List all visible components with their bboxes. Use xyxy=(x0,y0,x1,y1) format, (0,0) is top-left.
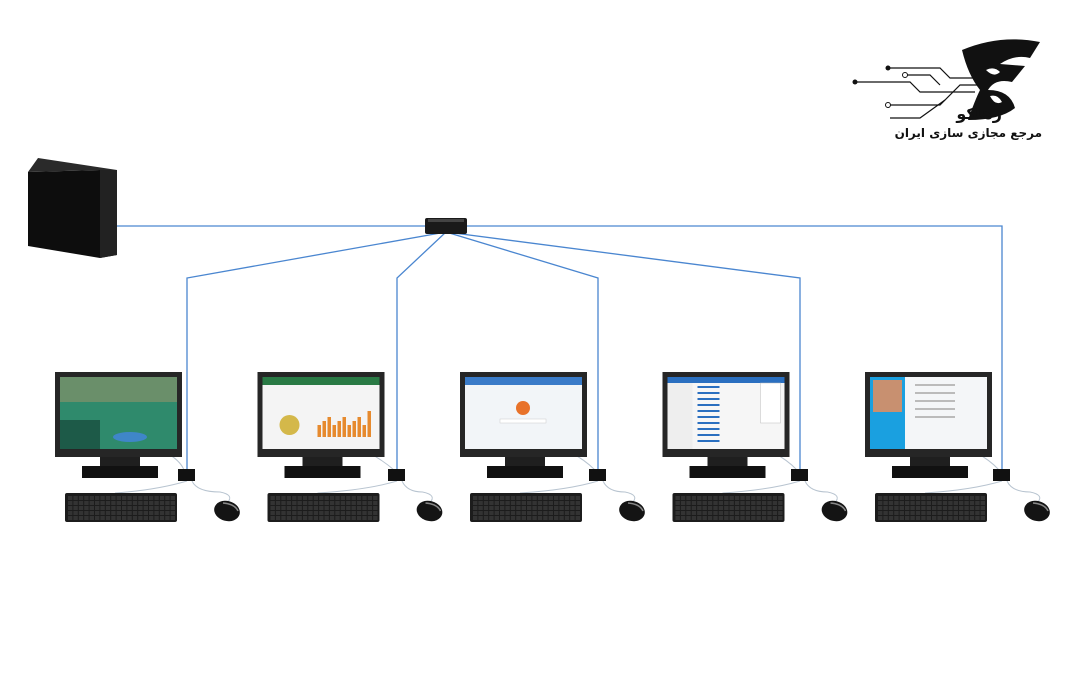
bar xyxy=(317,425,321,437)
screen-video-call xyxy=(870,377,987,449)
monitor-base xyxy=(82,466,158,478)
mail-row xyxy=(697,386,720,388)
link-hub-station-3 xyxy=(445,231,599,470)
bar xyxy=(367,411,371,437)
mail-row xyxy=(697,440,720,442)
workstation-4 xyxy=(662,372,848,522)
monitor xyxy=(460,372,587,478)
link-hub-station-1 xyxy=(186,231,447,470)
workstation-2 xyxy=(257,372,443,522)
screen-email-client xyxy=(667,377,785,449)
screen-web-browser xyxy=(465,377,582,449)
chat-line xyxy=(915,408,955,410)
keyboard-icon xyxy=(267,493,380,522)
mouse-icon xyxy=(416,500,443,522)
chat-line xyxy=(915,416,955,418)
mail-row xyxy=(697,398,720,400)
mouse-icon xyxy=(214,500,240,522)
screen-landscape-wallpaper xyxy=(60,377,177,449)
monitor xyxy=(662,372,790,478)
zero-client-adapter xyxy=(791,469,808,481)
hub-icon xyxy=(425,218,467,234)
workstation-1 xyxy=(55,372,240,522)
bar xyxy=(347,425,351,437)
brand-logo: رهاکو مرجع مجازی سازی ایران xyxy=(850,20,1050,150)
color-palette xyxy=(760,382,781,424)
bar xyxy=(332,425,336,437)
mouse-icon xyxy=(821,500,848,522)
keyboard-icon xyxy=(875,493,987,522)
monitor-stand xyxy=(100,457,140,468)
chat-line xyxy=(915,400,955,402)
mail-row xyxy=(697,416,720,418)
workstation-3 xyxy=(460,372,645,522)
monitor-stand xyxy=(302,457,343,468)
chat-line xyxy=(915,384,955,386)
mail-row xyxy=(697,392,720,394)
monitor-stand xyxy=(910,457,950,468)
monitor xyxy=(55,372,182,478)
bar xyxy=(352,421,356,437)
keyboard-icon xyxy=(65,493,177,522)
mouse-icon xyxy=(619,500,645,522)
server-icon xyxy=(28,158,117,258)
logo-tagline: مرجع مجازی سازی ایران xyxy=(894,126,1042,140)
bar xyxy=(342,417,346,437)
screen-spreadsheet-charts xyxy=(262,377,380,449)
monitor xyxy=(865,372,992,478)
zero-client-adapter xyxy=(388,469,405,481)
bar xyxy=(357,417,361,437)
search-box xyxy=(499,418,547,424)
keyboard-icon xyxy=(672,493,785,522)
zero-client-adapter xyxy=(589,469,606,481)
zero-client-adapter xyxy=(993,469,1010,481)
mouse-icon xyxy=(1024,500,1050,522)
workstation-5 xyxy=(865,372,1050,522)
link-hub-station-4 xyxy=(445,231,801,470)
monitor-base xyxy=(487,466,563,478)
mail-row xyxy=(697,428,720,430)
monitor-base xyxy=(892,466,968,478)
link-hub-station-5 xyxy=(464,225,1003,474)
browser-logo xyxy=(516,401,530,415)
boat xyxy=(113,432,147,442)
monitor-stand xyxy=(505,457,545,468)
mail-row xyxy=(697,404,720,406)
chat-line xyxy=(915,392,955,394)
connection-lines xyxy=(117,225,1003,474)
logo-mark-icon xyxy=(852,39,1040,121)
bar xyxy=(337,421,341,437)
logo-name: رهاکو xyxy=(956,104,1002,123)
monitor-base xyxy=(284,466,361,478)
bar xyxy=(327,417,331,437)
mail-row xyxy=(697,434,720,436)
monitor xyxy=(257,372,385,478)
mail-row xyxy=(697,410,720,412)
monitor-base xyxy=(689,466,766,478)
bar xyxy=(322,421,326,437)
pie-chart xyxy=(279,415,300,435)
zero-client-adapter xyxy=(178,469,195,481)
mail-row xyxy=(697,422,720,424)
monitor-stand xyxy=(707,457,748,468)
contact-photo xyxy=(873,380,902,412)
keyboard-icon xyxy=(470,493,582,522)
bar xyxy=(362,425,366,437)
link-hub-station-2 xyxy=(396,231,447,470)
